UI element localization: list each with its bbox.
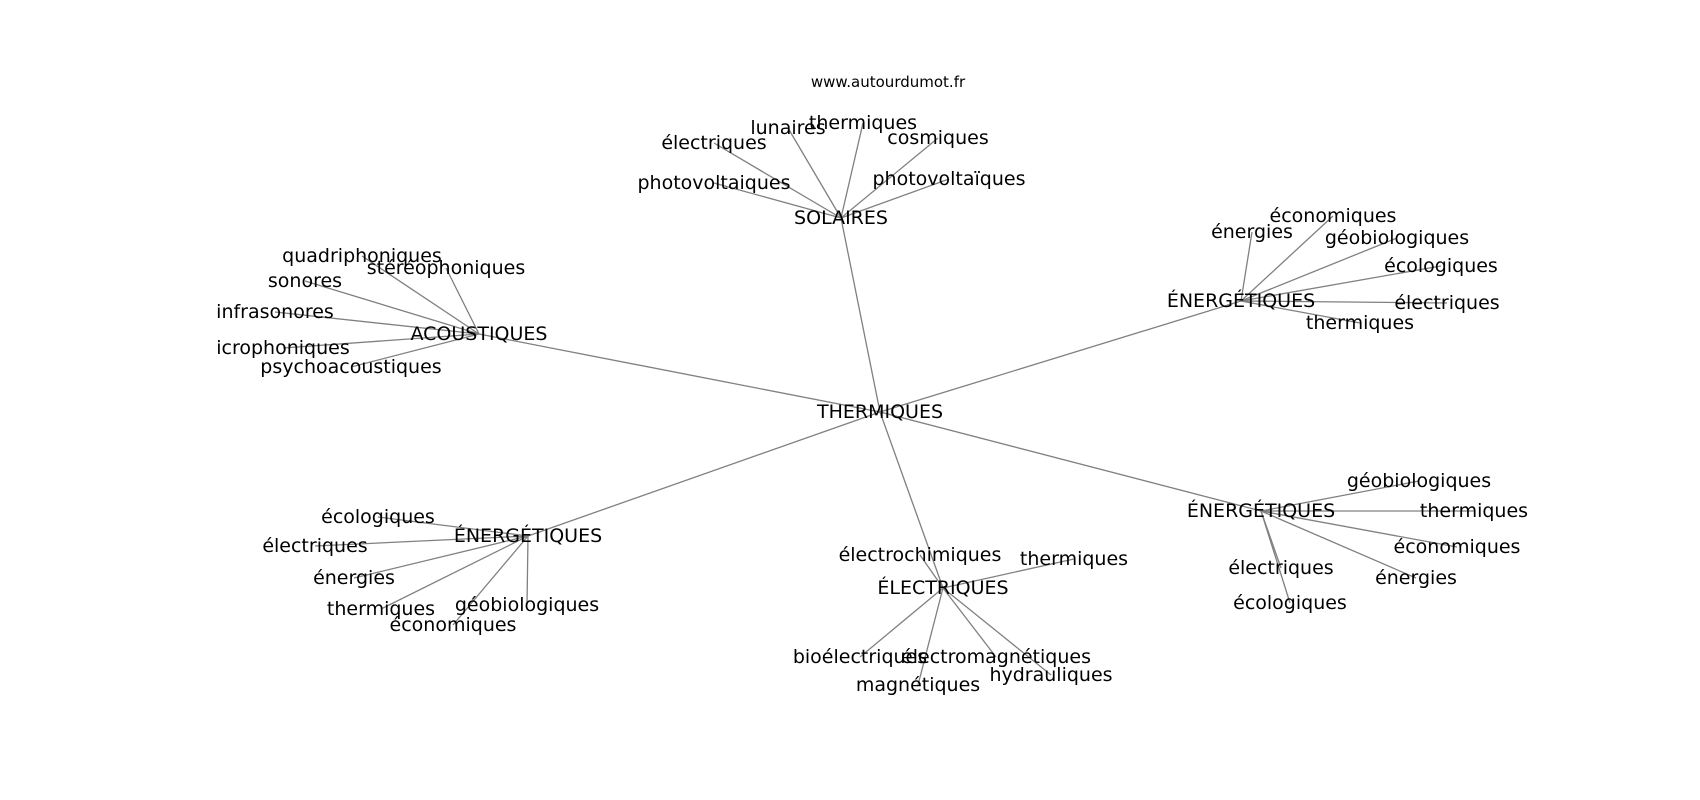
leaf-node-label: sonores <box>268 270 342 292</box>
hub-leaf-edge <box>274 311 480 335</box>
leaf-node-label: thermiques <box>1420 500 1528 522</box>
hub-leaf-edge <box>377 516 529 537</box>
hub-leaf-edge <box>859 587 944 658</box>
edges <box>274 122 1474 686</box>
hub-node-label: SOLAIRES <box>794 207 888 229</box>
center-hub-edge <box>840 217 881 413</box>
leaf-node-label: écologiques <box>1233 592 1347 614</box>
center-hub-edge <box>478 333 881 413</box>
hub-leaf-edge <box>526 535 529 606</box>
hub-leaf-edge <box>1240 237 1398 302</box>
hub-leaf-edge <box>1260 510 1291 604</box>
leaf-node-label: électriques <box>661 132 766 154</box>
hub-leaf-edge <box>713 142 842 219</box>
leaf-node-label: photovoltaiques <box>637 172 790 194</box>
leaf-node-label: économiques <box>390 614 517 636</box>
leaf-node-label: lunaires <box>750 117 825 139</box>
leaf-node-label: géobiologiques <box>1325 227 1469 249</box>
hub-node-label: ÉLECTRIQUES <box>877 576 1008 599</box>
leaf-node-label: magnétiques <box>856 674 980 696</box>
hub-leaf-edge <box>917 587 944 686</box>
hub-node-label: ÉNERGÉTIQUES <box>1187 499 1335 522</box>
hub-leaf-edge <box>445 267 480 335</box>
leaf-node-label: géobiologiques <box>1347 470 1491 492</box>
leaf-node-label: économiques <box>1270 205 1397 227</box>
leaf-node-label: écologiques <box>321 506 435 528</box>
hub-leaf-edge <box>1240 300 1361 324</box>
hub-leaf-edge <box>380 535 529 610</box>
leaf-node-label: thermiques <box>809 112 917 134</box>
hub-leaf-edge <box>1240 215 1334 302</box>
hub-leaf-edge <box>1260 480 1420 512</box>
center-hub-edge <box>879 300 1242 413</box>
leaf-node-label: thermiques <box>1020 548 1128 570</box>
hub-leaf-edge <box>1240 300 1448 304</box>
leaf-node-label: énergies <box>1375 567 1457 589</box>
leaf-node-label: quadriphoniques <box>282 245 442 267</box>
leaf-node-label: psychoacoustiques <box>260 356 441 378</box>
center-hub-edge <box>879 411 1262 512</box>
hub-leaf-edge <box>353 535 529 579</box>
leaf-node-label: infrasonores <box>216 301 334 323</box>
leaf-node-label: géobiologiques <box>455 594 599 616</box>
hub-leaf-edge <box>1260 510 1417 579</box>
hub-leaf-edge <box>942 587 997 658</box>
hub-leaf-edge <box>713 182 842 219</box>
leaf-node-label: électriques <box>1228 557 1333 579</box>
hub-node-label: ACOUSTIQUES <box>411 323 548 345</box>
leaf-node-label: électromagnétiques <box>901 646 1091 668</box>
leaf-node-label: énergies <box>1211 221 1293 243</box>
hub-node-label: ÉNERGÉTIQUES <box>1167 289 1315 312</box>
leaf-node-label: photovoltaïques <box>872 168 1025 190</box>
labels: www.autourdumot.fr THERMIQUES SOLAIRES éle… <box>216 73 1528 696</box>
leaf-node-label: électrochimiques <box>839 544 1002 566</box>
hub-leaf-edge <box>452 535 529 626</box>
leaf-node-label: écologiques <box>1384 255 1498 277</box>
hub-leaf-edge <box>282 333 480 349</box>
hub-leaf-edge <box>1240 265 1442 302</box>
leaf-node-label: bioélectriques <box>793 646 927 668</box>
hub-leaf-edge <box>361 255 480 335</box>
hub-leaf-edge <box>1240 231 1253 302</box>
hub-leaf-edge <box>840 178 950 219</box>
hub-leaf-edge <box>919 554 944 589</box>
hub-leaf-edge <box>314 535 529 547</box>
leaf-node-label: économiques <box>1394 536 1521 558</box>
leaf-node-label: cosmiques <box>887 127 988 149</box>
leaf-node-label: thermiques <box>1306 312 1414 334</box>
leaf-node-label: électriques <box>1394 292 1499 314</box>
leaf-node-label: électriques <box>262 535 367 557</box>
hub-leaf-edge <box>840 137 939 219</box>
hub-leaf-edge <box>942 558 1075 589</box>
hub-leaf-edge <box>942 587 1052 676</box>
leaf-node-label: thermiques <box>327 598 435 620</box>
leaf-node-label: énergies <box>313 567 395 589</box>
center-hub-edge <box>879 411 944 589</box>
hub-leaf-edge <box>304 280 480 335</box>
leaf-node-label: stéréophoniques <box>367 257 526 279</box>
source-url: www.autourdumot.fr <box>811 73 966 91</box>
hub-leaf-edge <box>840 122 864 219</box>
center-hub-edge <box>527 411 881 537</box>
hub-leaf-edge <box>787 127 842 219</box>
hub-node-label: ÉNERGÉTIQUES <box>454 524 602 547</box>
leaf-node-label: icrophoniques <box>216 337 349 359</box>
hub-leaf-edge <box>350 333 480 368</box>
center-node-label: THERMIQUES <box>816 401 943 423</box>
leaf-node-label: hydrauliques <box>989 664 1112 686</box>
hub-leaf-edge <box>1260 510 1458 548</box>
